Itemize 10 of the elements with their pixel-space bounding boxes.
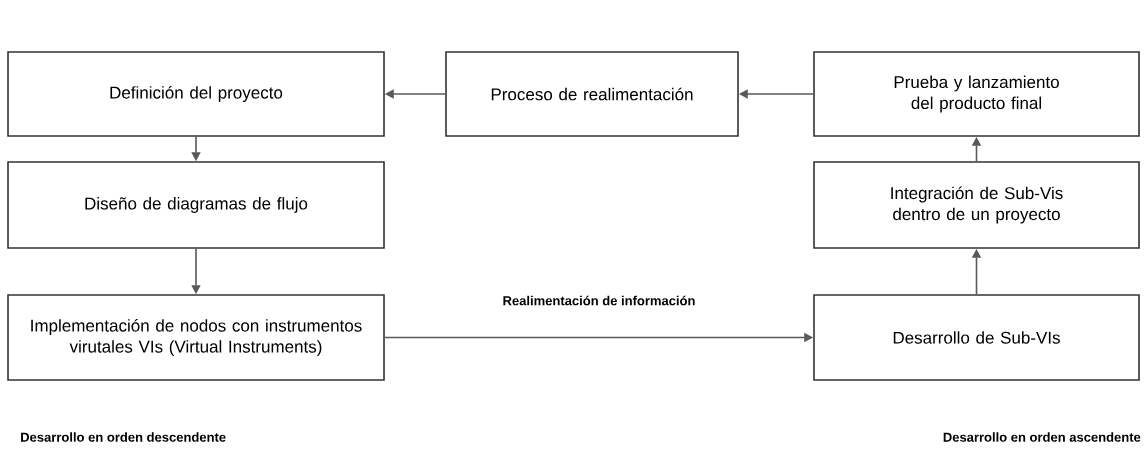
edge-label: Realimentación de información [503, 295, 695, 306]
process-box: Implementación de nodos con instrumentos virutales VIs (Virtual Instruments) [7, 294, 385, 381]
process-box: Proceso de realimentación [445, 51, 739, 137]
process-box: Integración de Sub-Vis dentro de un proyecto [813, 161, 1140, 249]
process-box: Diseño de diagramas de flujo [7, 161, 385, 249]
process-box: Definición del proyecto [7, 51, 385, 137]
process-box: Desarrollo de Sub-VIs [813, 294, 1140, 381]
process-box: Prueba y lanzamiento del producto final [813, 51, 1140, 137]
caption-label: Desarrollo en orden ascendente [943, 432, 1141, 442]
caption-label: Desarrollo en orden descendente [21, 432, 226, 442]
